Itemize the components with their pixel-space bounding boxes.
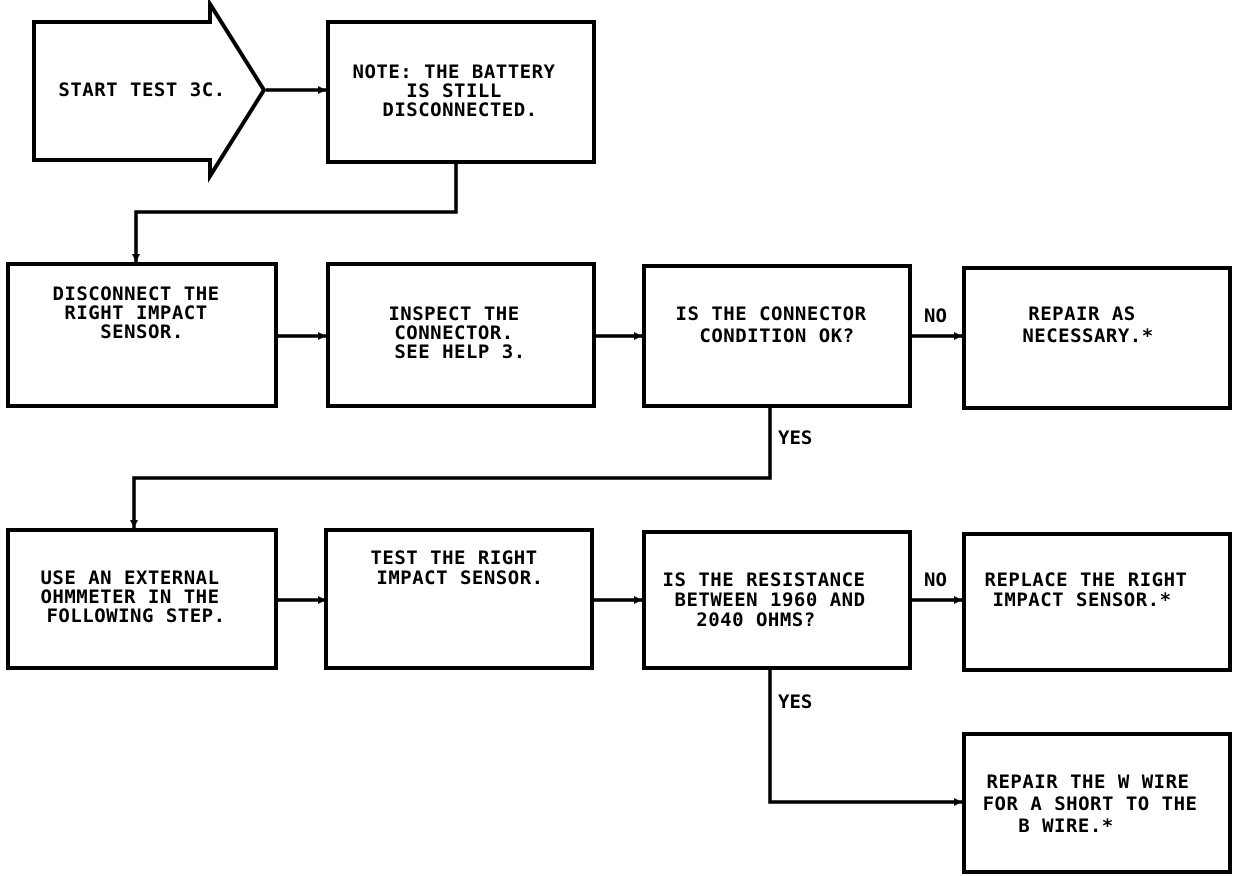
inspect-connector-box: INSPECT THE CONNECTOR. SEE HELP 3.: [326, 262, 596, 408]
arrowhead: [318, 332, 326, 340]
repair-w-wire-text: REPAIR THE W WIRE FOR A SHORT TO THE B W…: [983, 771, 1210, 837]
repair-w-wire-box: REPAIR THE W WIRE FOR A SHORT TO THE B W…: [962, 732, 1232, 874]
note-box: NOTE: THE BATTERY IS STILL DISCONNECTED.: [326, 20, 596, 164]
use-ohmmeter-box: USE AN EXTERNAL OHMMETER IN THE FOLLOWIN…: [6, 528, 278, 670]
arrowhead: [634, 596, 642, 604]
no-label: NO: [924, 569, 947, 591]
connector-ok-question-text: IS THE CONNECTOR CONDITION OK?: [676, 303, 879, 347]
repair-as-necessary-text: REPAIR AS NECESSARY.*: [1022, 303, 1153, 347]
yes-label: YES: [778, 427, 812, 449]
start-node: START TEST 3C.: [32, 0, 267, 183]
connector-resistance-repairwire: [768, 670, 962, 804]
disconnect-sensor-text: DISCONNECT THE RIGHT IMPACT SENSOR.: [52, 283, 231, 343]
use-ohmmeter-text: USE AN EXTERNAL OHMMETER IN THE FOLLOWIN…: [40, 567, 231, 627]
disconnect-sensor-box: DISCONNECT THE RIGHT IMPACT SENSOR.: [6, 262, 278, 408]
arrowhead: [318, 596, 326, 604]
replace-sensor-box: REPLACE THE RIGHT IMPACT SENSOR.*: [962, 532, 1232, 672]
resistance-question-text: IS THE RESISTANCE BETWEEN 1960 AND 2040 …: [663, 569, 878, 631]
note-text: NOTE: THE BATTERY IS STILL DISCONNECTED.: [353, 61, 568, 121]
test-sensor-text: TEST THE RIGHT IMPACT SENSOR.: [370, 547, 549, 589]
no-label: NO: [924, 305, 947, 327]
connectors: [130, 86, 962, 806]
arrowhead: [634, 332, 642, 340]
replace-sensor-text: REPLACE THE RIGHT IMPACT SENSOR.*: [985, 569, 1200, 611]
arrowhead: [954, 798, 962, 806]
resistance-question-box: IS THE RESISTANCE BETWEEN 1960 AND 2040 …: [642, 530, 912, 670]
arrowhead: [130, 520, 138, 528]
inspect-connector-text: INSPECT THE CONNECTOR. SEE HELP 3.: [388, 303, 531, 363]
arrowhead: [318, 86, 326, 94]
test-sensor-box: TEST THE RIGHT IMPACT SENSOR.: [324, 528, 594, 670]
connector-question-ohmmeter: [132, 408, 772, 528]
yes-label: YES: [778, 691, 812, 713]
repair-as-necessary-box: REPAIR AS NECESSARY.*: [962, 266, 1232, 410]
connector-note-disconnect: [134, 162, 458, 262]
arrowhead: [954, 332, 962, 340]
connector-ok-question-box: IS THE CONNECTOR CONDITION OK?: [642, 264, 912, 408]
arrowhead: [132, 254, 140, 262]
start-text: START TEST 3C.: [58, 79, 225, 101]
arrowhead: [954, 596, 962, 604]
